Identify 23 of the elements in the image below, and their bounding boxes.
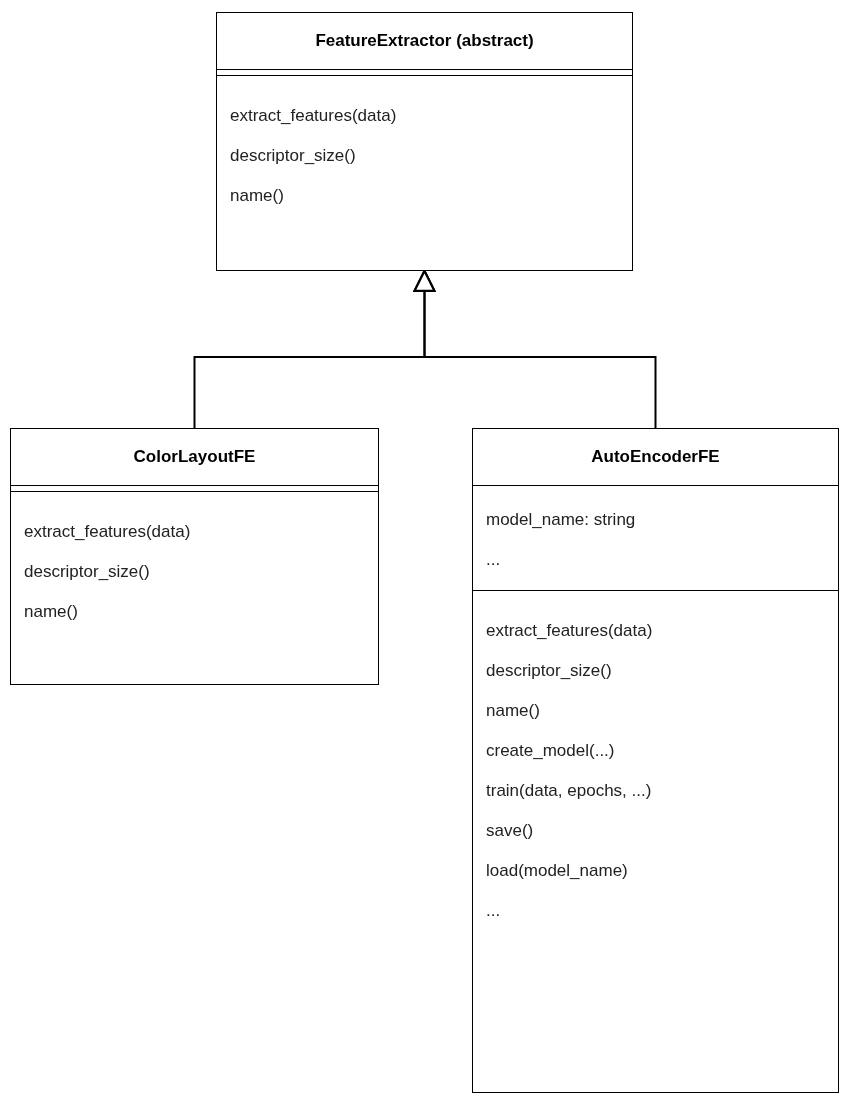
method-text: save() [485, 820, 535, 842]
class-name: AutoEncoderFE [590, 446, 721, 468]
class-name: FeatureExtractor (abstract) [314, 30, 535, 52]
attribute-text: ... [485, 549, 502, 571]
class-box [472, 428, 839, 1093]
method-text: descriptor_size() [485, 660, 613, 682]
method-text: extract_features(data) [229, 105, 398, 127]
method-text: descriptor_size() [23, 561, 151, 583]
method-text: create_model(...) [485, 740, 616, 762]
class-box [216, 12, 633, 271]
class-name: ColorLayoutFE [132, 446, 257, 468]
method-text: name() [229, 185, 285, 207]
method-text: ... [485, 900, 502, 922]
class-box [10, 428, 379, 685]
method-text: load(model_name) [485, 860, 629, 882]
attribute-text: model_name: string [485, 509, 637, 531]
method-text: train(data, epochs, ...) [485, 780, 653, 802]
method-text: extract_features(data) [23, 521, 192, 543]
method-text: name() [485, 700, 541, 722]
inheritance-arrow [413, 269, 657, 429]
method-text: name() [23, 601, 79, 623]
method-text: descriptor_size() [229, 145, 357, 167]
method-text: extract_features(data) [485, 620, 654, 642]
